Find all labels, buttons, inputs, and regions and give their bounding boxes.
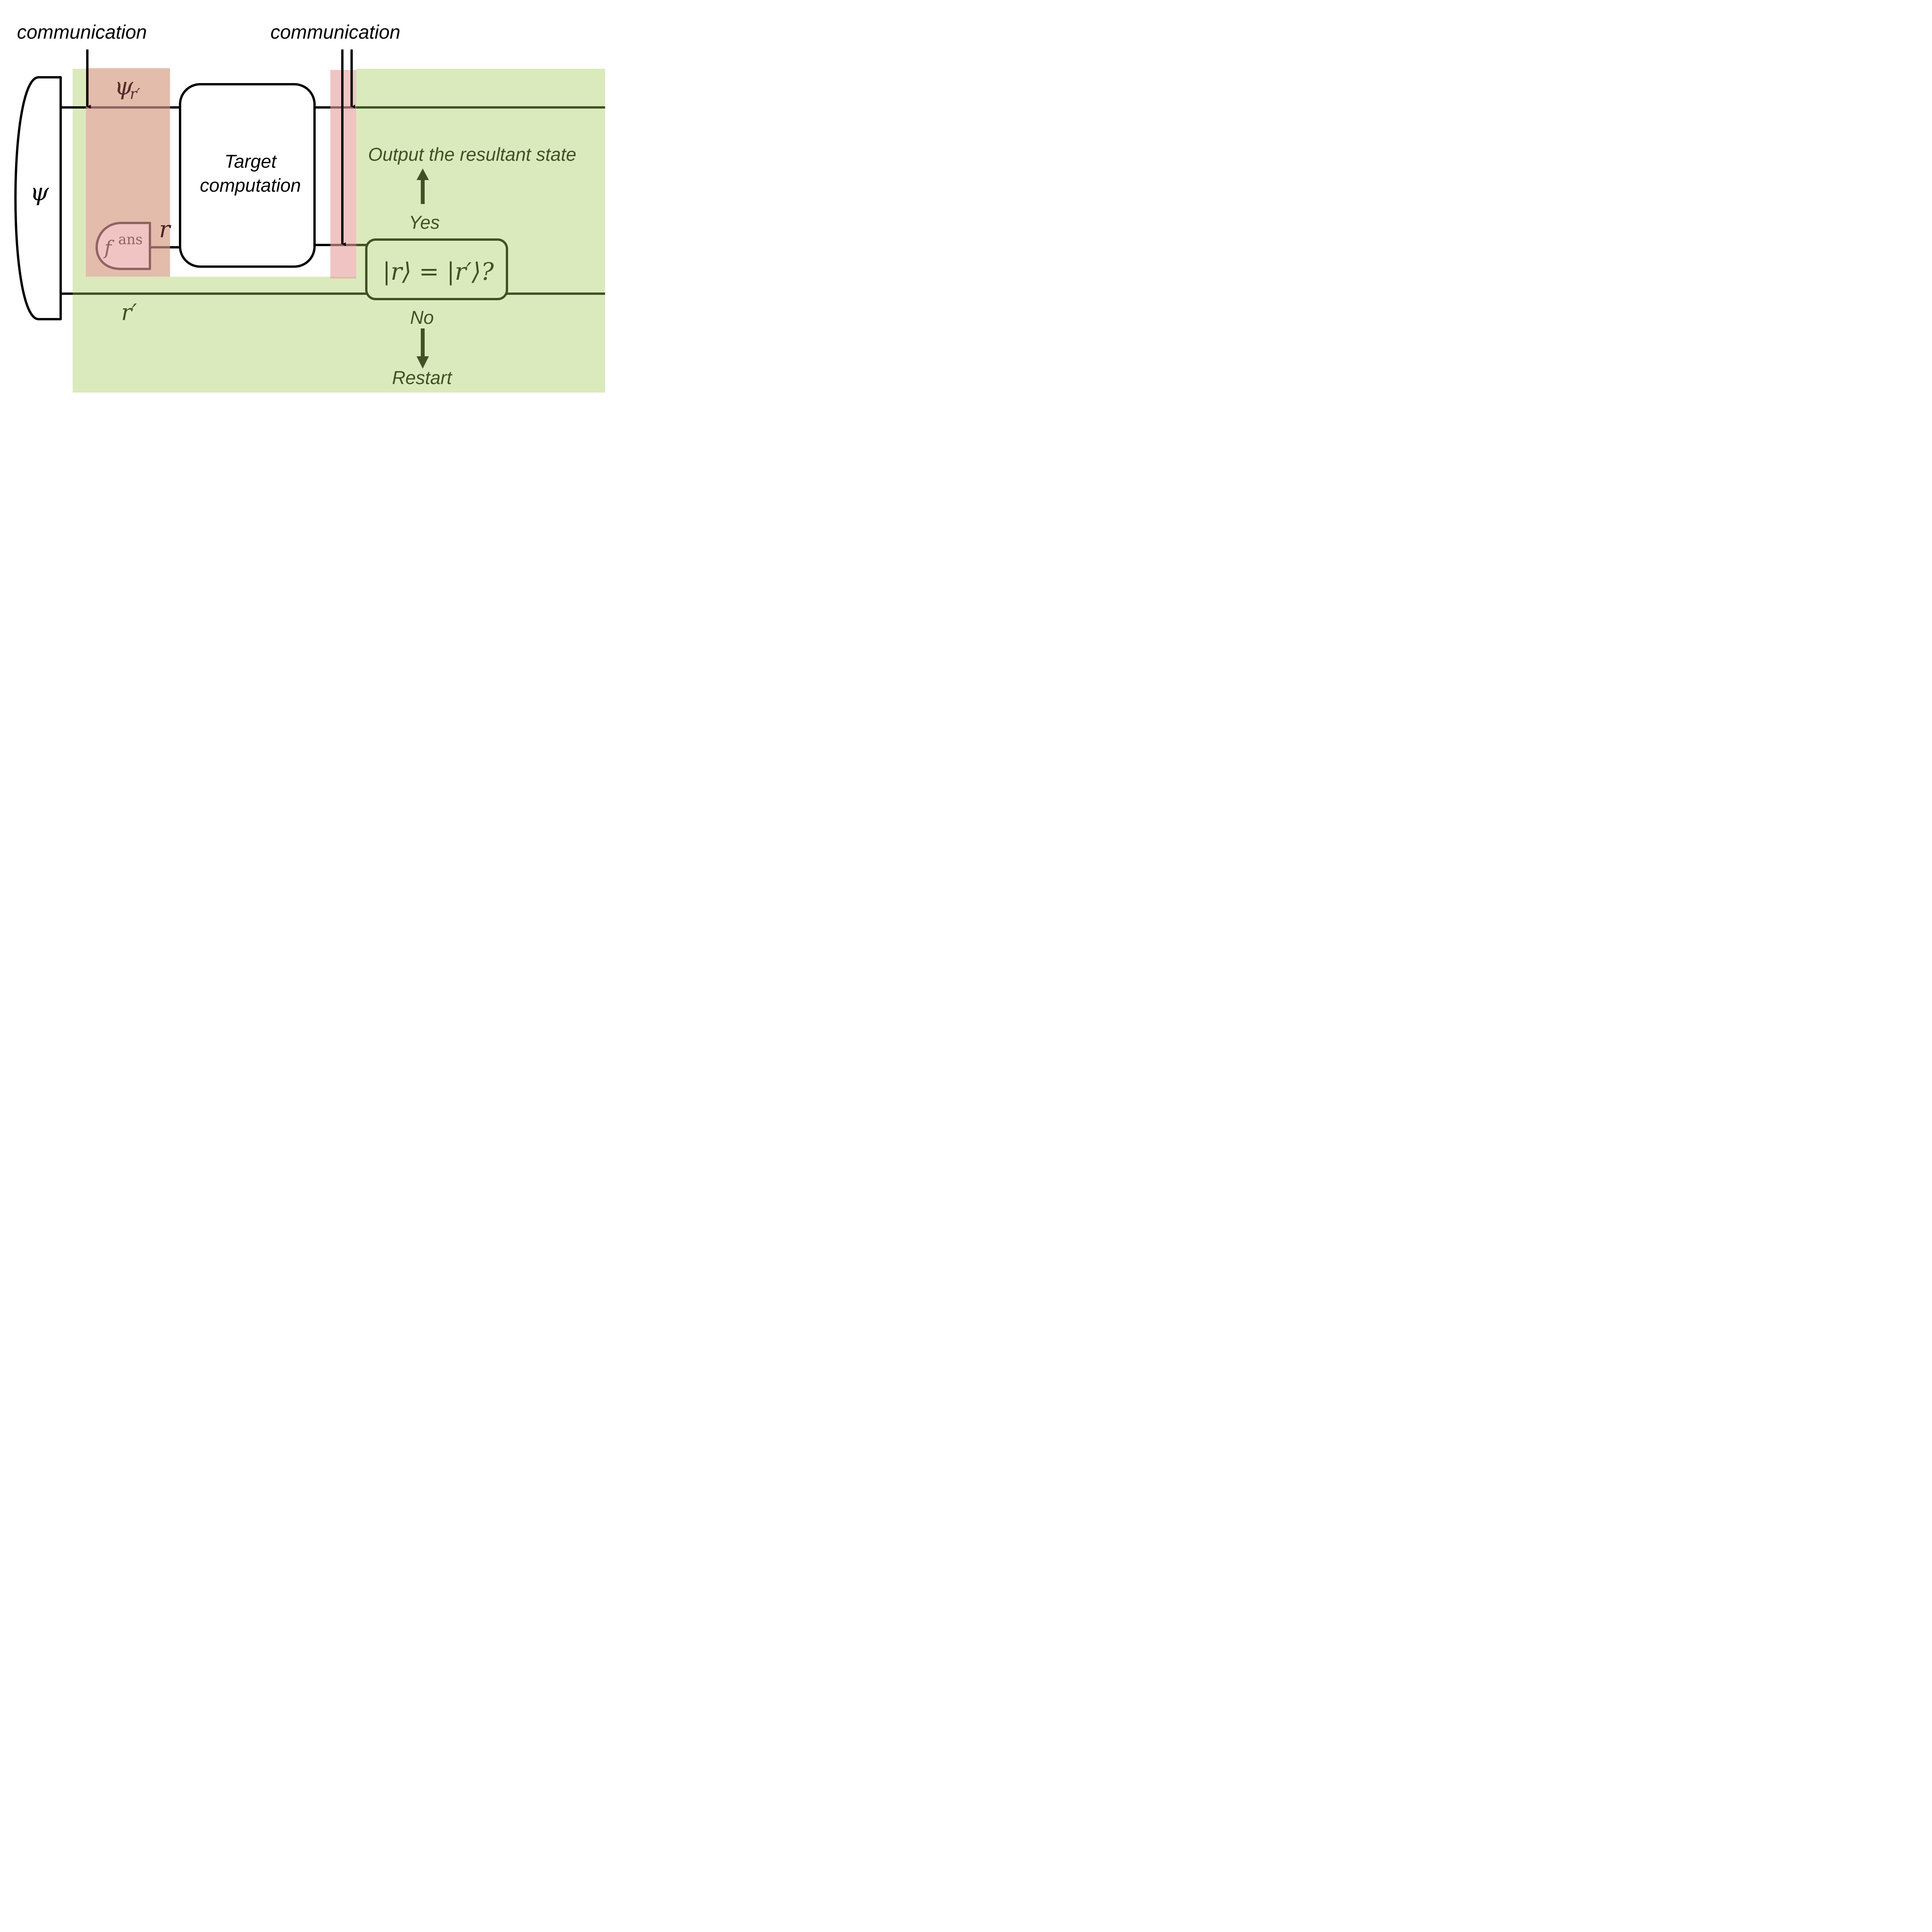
target-computation-line2: computation bbox=[200, 175, 301, 196]
red-region-left bbox=[86, 68, 170, 277]
psi-state-label: ψ bbox=[30, 178, 49, 206]
target-computation-line1: Target bbox=[224, 151, 277, 172]
no-label: No bbox=[410, 308, 434, 328]
yes-arrow-head bbox=[417, 168, 429, 180]
output-label: Output the resultant state bbox=[368, 145, 577, 165]
yes-label: Yes bbox=[409, 213, 440, 233]
target-computation-box bbox=[179, 83, 316, 268]
r-prime-label: r′ bbox=[121, 299, 137, 325]
no-arrow-head bbox=[417, 356, 429, 369]
green-verification-region bbox=[73, 69, 605, 393]
communication-label-right: communication bbox=[270, 21, 400, 43]
psi-rprime-label: ψ bbox=[114, 72, 134, 100]
restart-label: Restart bbox=[392, 368, 452, 388]
communication-label-left: communication bbox=[17, 21, 147, 43]
comparison-box bbox=[365, 238, 508, 300]
psi-state-box bbox=[14, 76, 62, 320]
comparison-label: |r⟩ = |r′⟩? bbox=[383, 257, 494, 286]
psi-rprime-subscript: r′ bbox=[130, 85, 140, 102]
r-measurement-result-label: r bbox=[159, 216, 172, 243]
verification-diagram: ψ Target computation f ans |r⟩ = |r′⟩? c… bbox=[14, 21, 605, 393]
